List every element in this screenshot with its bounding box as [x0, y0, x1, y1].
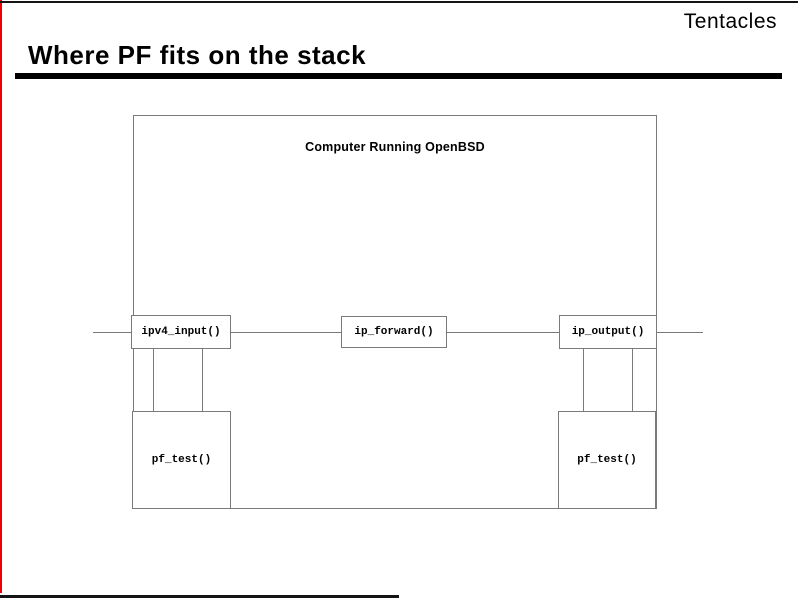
- diagram-node-ip-output: ip_output(): [559, 315, 657, 349]
- slide-top-border-line: [0, 1, 798, 3]
- slide-left-accent-line: [0, 0, 2, 593]
- node-label-ip-output: ip_output(): [571, 326, 645, 338]
- return-line-pf-test-right-to-ip-output: [632, 349, 633, 411]
- return-line-pf-test-left-to-ipv4-input: [202, 349, 203, 411]
- diagram-node-pf-test-right: pf_test(): [558, 411, 656, 509]
- page-title: Where PF fits on the stack: [28, 40, 367, 70]
- call-line-ipv4-input-to-pf-test-left: [153, 349, 154, 411]
- diagram-node-ip-forward: ip_forward(): [341, 316, 447, 348]
- slide-progress-bar: [0, 595, 399, 598]
- openbsd-computer-box-label: Computer Running OpenBSD: [305, 140, 485, 154]
- diagram-node-ipv4-input: ipv4_input(): [131, 315, 231, 349]
- node-label-pf-test-left: pf_test(): [151, 454, 212, 466]
- node-label-pf-test-right: pf_test(): [577, 454, 637, 466]
- slide-corner-label: Tentacles: [683, 10, 777, 33]
- diagram-node-pf-test-left: pf_test(): [132, 411, 231, 509]
- call-line-ip-output-to-pf-test-right: [583, 349, 584, 411]
- node-label-ipv4-input: ipv4_input(): [141, 326, 221, 338]
- node-label-ip-forward: ip_forward(): [354, 326, 434, 338]
- title-underline-rule: [15, 73, 782, 79]
